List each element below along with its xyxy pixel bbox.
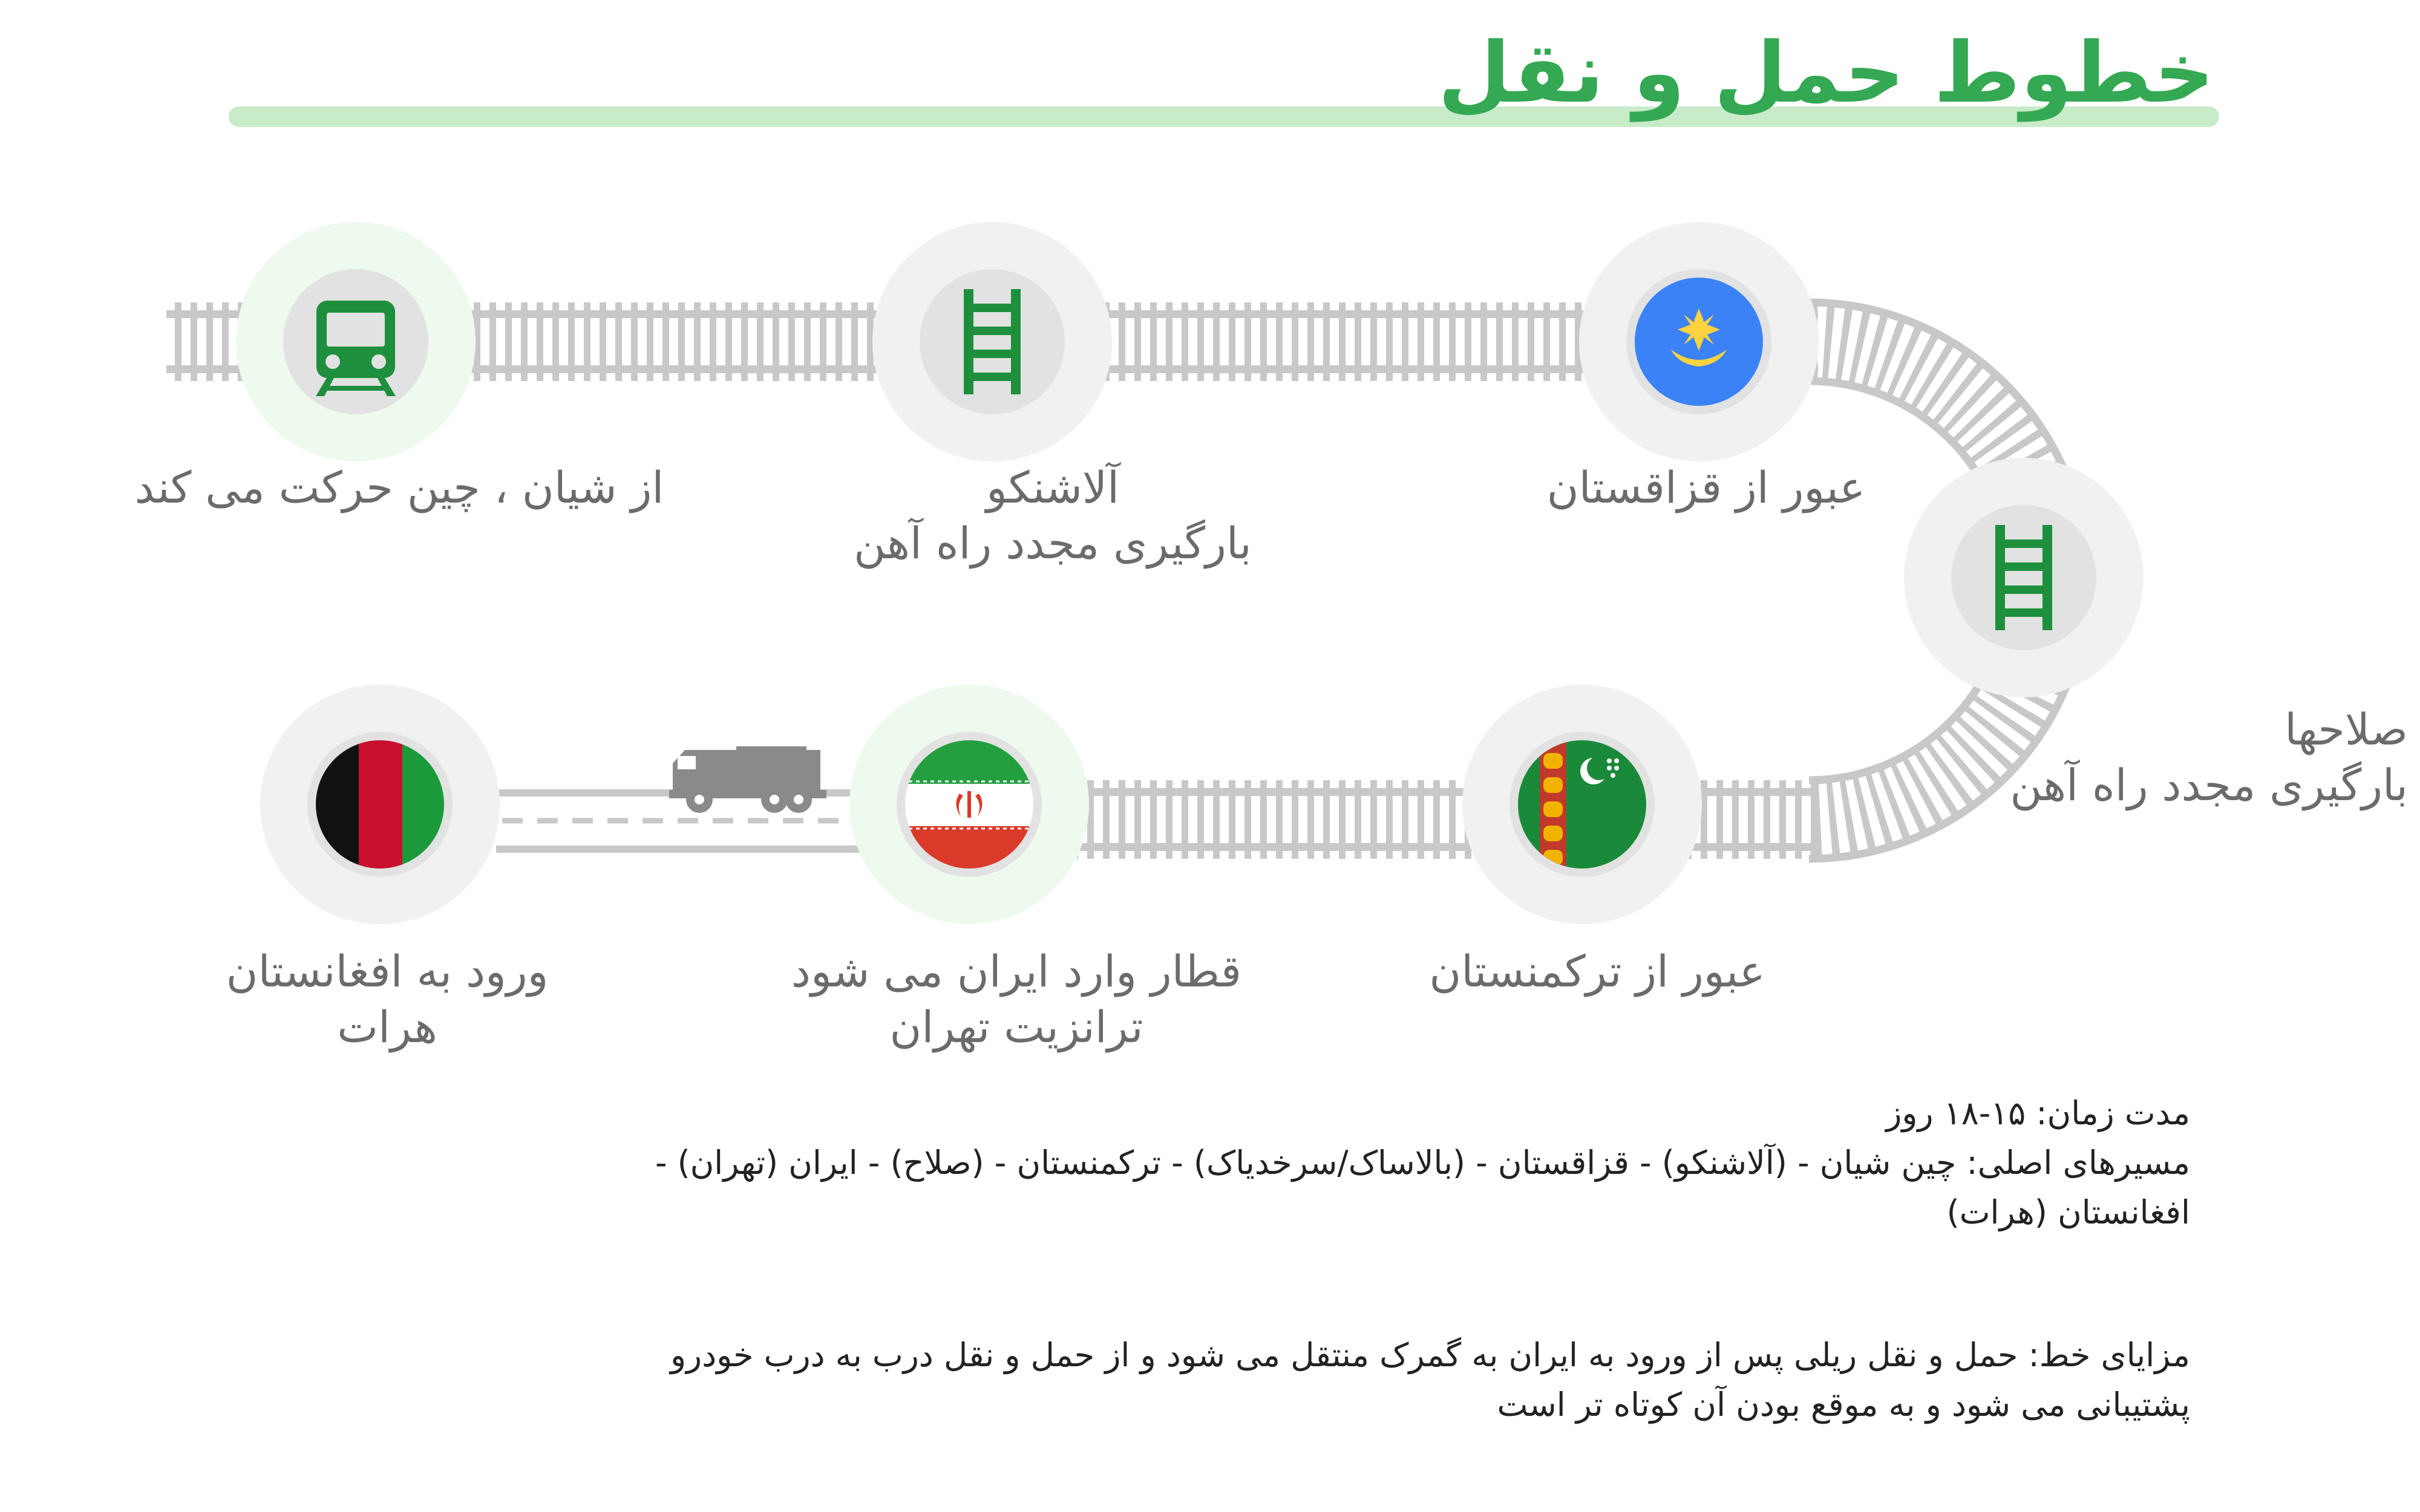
stop-label-sarakhs: صلاحها بارگیری مجدد راه آهن: [1900, 702, 2420, 813]
railway-track-icon: [964, 289, 1021, 394]
stop-label-subline: بارگیری مجدد راه آهن: [854, 518, 1252, 569]
stop-label-subline: ترانزیت تهران: [889, 1002, 1143, 1052]
turkmenistan-flag-icon: [1518, 740, 1646, 868]
routes-text-line1: مسیرهای اصلی: چین شیان - (آلاشنکو) - قزا…: [655, 1144, 2190, 1182]
stop-sarakhs: [1904, 458, 2144, 697]
stop-kazakhstan: [1579, 222, 1819, 461]
railway-track-icon: [1995, 525, 2052, 630]
stop-label-kazakhstan: عبور از قزاقستان: [1440, 460, 1972, 515]
bottom-railway-track: [1077, 780, 1815, 859]
stop-iran-tehran: [849, 685, 1089, 924]
stop-label-line: از شیان ، چین حرکت می کند: [134, 462, 664, 513]
stop-afghanistan-herat: [260, 685, 500, 924]
stop-xian-china: [236, 222, 476, 461]
stop-label-turkmenistan: عبور از ترکمنستان: [1355, 943, 1839, 999]
stop-label-line: عبور از قزاقستان: [1546, 462, 1866, 513]
stop-label-line: قطار وارد ایران می شود: [791, 946, 1242, 997]
advantages-info: مزایای خط: حمل و نقل ریلی پس از ورود به …: [375, 1331, 2190, 1430]
advantages-text-line1: مزایای خط: حمل و نقل ریلی پس از ورود به …: [670, 1336, 2190, 1374]
train-icon: [316, 301, 396, 396]
stop-label-subline: هرات: [337, 1002, 437, 1052]
stop-label-line: آلاشنکو: [986, 462, 1120, 513]
road: [496, 789, 871, 853]
title-underline: [229, 106, 2219, 127]
stop-alashankou: [872, 222, 1112, 461]
stop-label-line: عبور از ترکمنستان: [1429, 946, 1765, 997]
stop-label-xian: از شیان ، چین حرکت می کند: [85, 460, 714, 515]
page-title: خطوط حمل و نقل: [1437, 24, 2214, 122]
kazakhstan-flag-icon: [1635, 278, 1763, 406]
stop-turkmenistan: [1462, 685, 1702, 924]
stop-label-iran: قطار وارد ایران می شود ترانزیت تهران: [666, 943, 1367, 1055]
advantages-text-line2: پشتیبانی می شود و به موقع بودن آن کوتاه …: [1497, 1386, 2190, 1424]
duration-text: مدت زمان: ۱۵-۱۸ روز: [1886, 1094, 2190, 1132]
stop-label-alashankou: آلاشنکو بارگیری مجدد راه آهن: [690, 460, 1416, 571]
truck-icon: [669, 746, 826, 813]
stop-label-line: ورود به افغانستان: [226, 946, 549, 997]
stop-label-subline: بارگیری مجدد راه آهن: [2010, 760, 2408, 810]
stop-label-line: صلاحها: [2284, 704, 2408, 755]
routes-text-line2: افغانستان (هرات): [1946, 1193, 2190, 1231]
route-info: مدت زمان: ۱۵-۱۸ روز مسیرهای اصلی: چین شی…: [375, 1089, 2190, 1237]
stop-label-afghanistan: ورود به افغانستان هرات: [157, 943, 617, 1055]
